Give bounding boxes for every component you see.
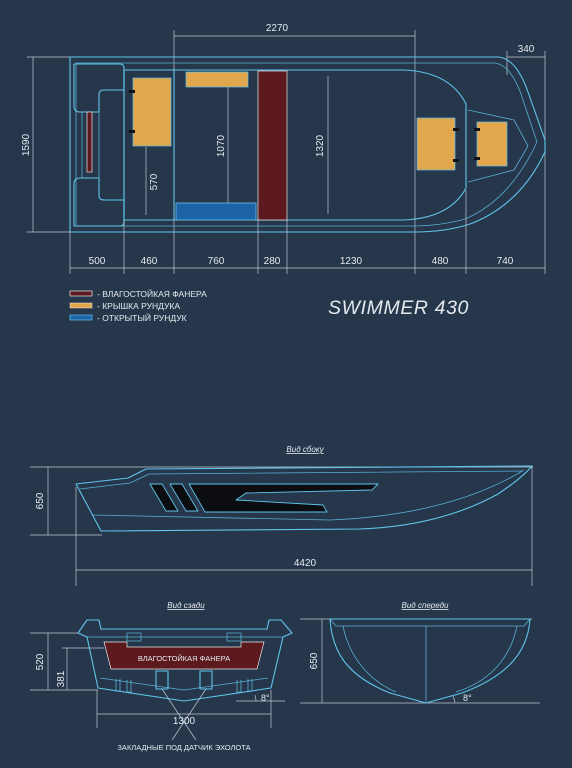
bow-deck-outline bbox=[467, 109, 529, 183]
stern-block-lower bbox=[73, 177, 125, 227]
bow-hatch bbox=[476, 121, 508, 167]
rear-seat-hatch bbox=[132, 77, 172, 147]
cockpit-side-hatch bbox=[185, 71, 249, 88]
transom-outline bbox=[77, 619, 293, 702]
plywood-bench bbox=[257, 70, 288, 221]
bottom-inner-line bbox=[99, 677, 269, 691]
rear-view-caption: Вид сзади bbox=[167, 601, 205, 610]
hull-decal-arrow bbox=[188, 483, 379, 513]
segment-label: 760 bbox=[208, 256, 225, 267]
dimension-label-rear-height: 520 bbox=[35, 653, 46, 670]
dimension-label-length: 4420 bbox=[294, 558, 317, 569]
side-view-caption: Вид сбоку bbox=[286, 445, 324, 454]
segment-label: 500 bbox=[89, 256, 106, 267]
legend-swatch-hatch bbox=[69, 302, 93, 309]
transom-plywood-panel bbox=[103, 641, 265, 670]
legend-label: - КРЫШКА РУНДУКА bbox=[97, 301, 180, 311]
bow-outline bbox=[329, 618, 531, 704]
seat-bracket bbox=[126, 632, 142, 642]
dimension-label-center-length: 2270 bbox=[266, 23, 289, 34]
dimension-label-inner-width: 1320 bbox=[315, 134, 326, 157]
bow-flare-line-right bbox=[455, 625, 518, 693]
leader-line bbox=[171, 688, 207, 741]
stern-fin bbox=[236, 680, 242, 693]
deadrise-arc bbox=[452, 695, 456, 704]
sheer-line bbox=[79, 470, 523, 490]
segment-label: 1230 bbox=[340, 256, 363, 267]
legend-label: - ОТКРЫТЫЙ РУНДУК bbox=[97, 312, 187, 323]
chine-line bbox=[91, 469, 525, 521]
dimension-label-beam: 1590 bbox=[21, 133, 32, 156]
front-view: Вид спереди 650 8° bbox=[300, 601, 540, 704]
segment-dimensions: 500 460 760 280 1230 480 740 bbox=[69, 190, 545, 274]
hinge-icon bbox=[453, 128, 459, 131]
segment-label: 740 bbox=[497, 256, 514, 267]
stern-fin bbox=[115, 679, 121, 692]
hinge-icon bbox=[474, 128, 480, 131]
dimension-label-bow-length: 340 bbox=[518, 44, 535, 55]
dimension-label-seat-width: 570 bbox=[149, 173, 160, 190]
stern-block-upper bbox=[73, 63, 125, 113]
segment-label: 460 bbox=[141, 256, 158, 267]
hinge-icon bbox=[453, 159, 459, 162]
dimension-label-side-height: 650 bbox=[35, 492, 46, 509]
legend-label: - ВЛАГОСТОЙКАЯ ФАНЕРА bbox=[97, 288, 207, 299]
top-view: 2270 340 1590 bbox=[21, 23, 546, 274]
deadrise-label-front: 8° bbox=[463, 693, 472, 703]
hull-decal-stripe bbox=[169, 483, 199, 512]
sensor-mounts-label: ЗАКЛАДНЫЕ ПОД ДАТЧИК ЭХОЛОТА bbox=[117, 743, 250, 752]
stern-fin bbox=[126, 680, 132, 693]
plywood-label: ВЛАГОСТОЙКАЯ ФАНЕРА bbox=[138, 654, 230, 663]
legend: - ВЛАГОСТОЙКАЯ ФАНЕРА - КРЫШКА РУНДУКА -… bbox=[69, 288, 207, 323]
open-locker bbox=[175, 202, 257, 221]
rear-seat-box bbox=[123, 69, 175, 221]
forward-hatch bbox=[416, 117, 456, 171]
hull-side-outline bbox=[75, 465, 533, 532]
rear-view: Вид сзади 520 381 ВЛАГОСТОЙКАЯ ФАНЕРА 8°… bbox=[30, 601, 293, 752]
dimension-label-cockpit-width: 1070 bbox=[216, 134, 227, 157]
hinge-icon bbox=[129, 130, 135, 133]
deadrise-label-rear: 8° bbox=[261, 693, 270, 703]
segment-label: 280 bbox=[264, 256, 281, 267]
dimension-label-transom-height: 381 bbox=[56, 670, 67, 687]
stern-fin bbox=[247, 679, 253, 692]
bow-flare-line-left bbox=[342, 625, 397, 693]
leader-line bbox=[161, 688, 197, 741]
front-view-caption: Вид спереди bbox=[402, 601, 450, 610]
hinge-icon bbox=[474, 157, 480, 160]
model-title: SWIMMER 430 bbox=[328, 297, 469, 319]
deadrise-arc bbox=[254, 694, 257, 702]
hull-outline bbox=[69, 56, 546, 233]
cockpit-outline bbox=[123, 69, 467, 221]
seat-bracket bbox=[226, 632, 242, 642]
bow-rail-line bbox=[329, 618, 531, 627]
gunwale-line bbox=[75, 62, 538, 227]
legend-swatch-open-locker bbox=[69, 314, 93, 321]
dimension-label-front-height: 650 bbox=[309, 652, 320, 669]
side-view: Вид сбоку 650 4420 bbox=[30, 445, 533, 586]
transom-plywood bbox=[86, 111, 93, 173]
hinge-icon bbox=[129, 90, 135, 93]
legend-swatch-plywood bbox=[69, 290, 93, 297]
segment-label: 480 bbox=[432, 256, 449, 267]
hull-decal-stripe bbox=[149, 483, 179, 512]
